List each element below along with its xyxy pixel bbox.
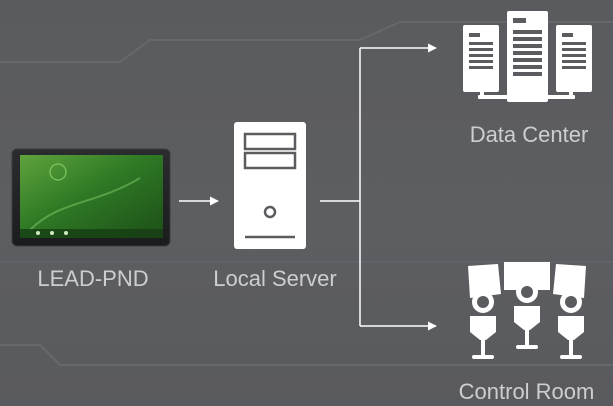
server-rack-icon <box>463 11 592 102</box>
server-tower-icon <box>234 122 306 249</box>
tablet-device-icon <box>11 148 171 247</box>
connector-branch <box>320 43 437 331</box>
local-server-label: Local Server <box>213 266 337 291</box>
operators-icon <box>468 262 586 359</box>
pnd-label: LEAD-PND <box>37 266 149 291</box>
data-center-label: Data Center <box>469 122 589 147</box>
control-room-label: Control Room <box>458 379 595 404</box>
